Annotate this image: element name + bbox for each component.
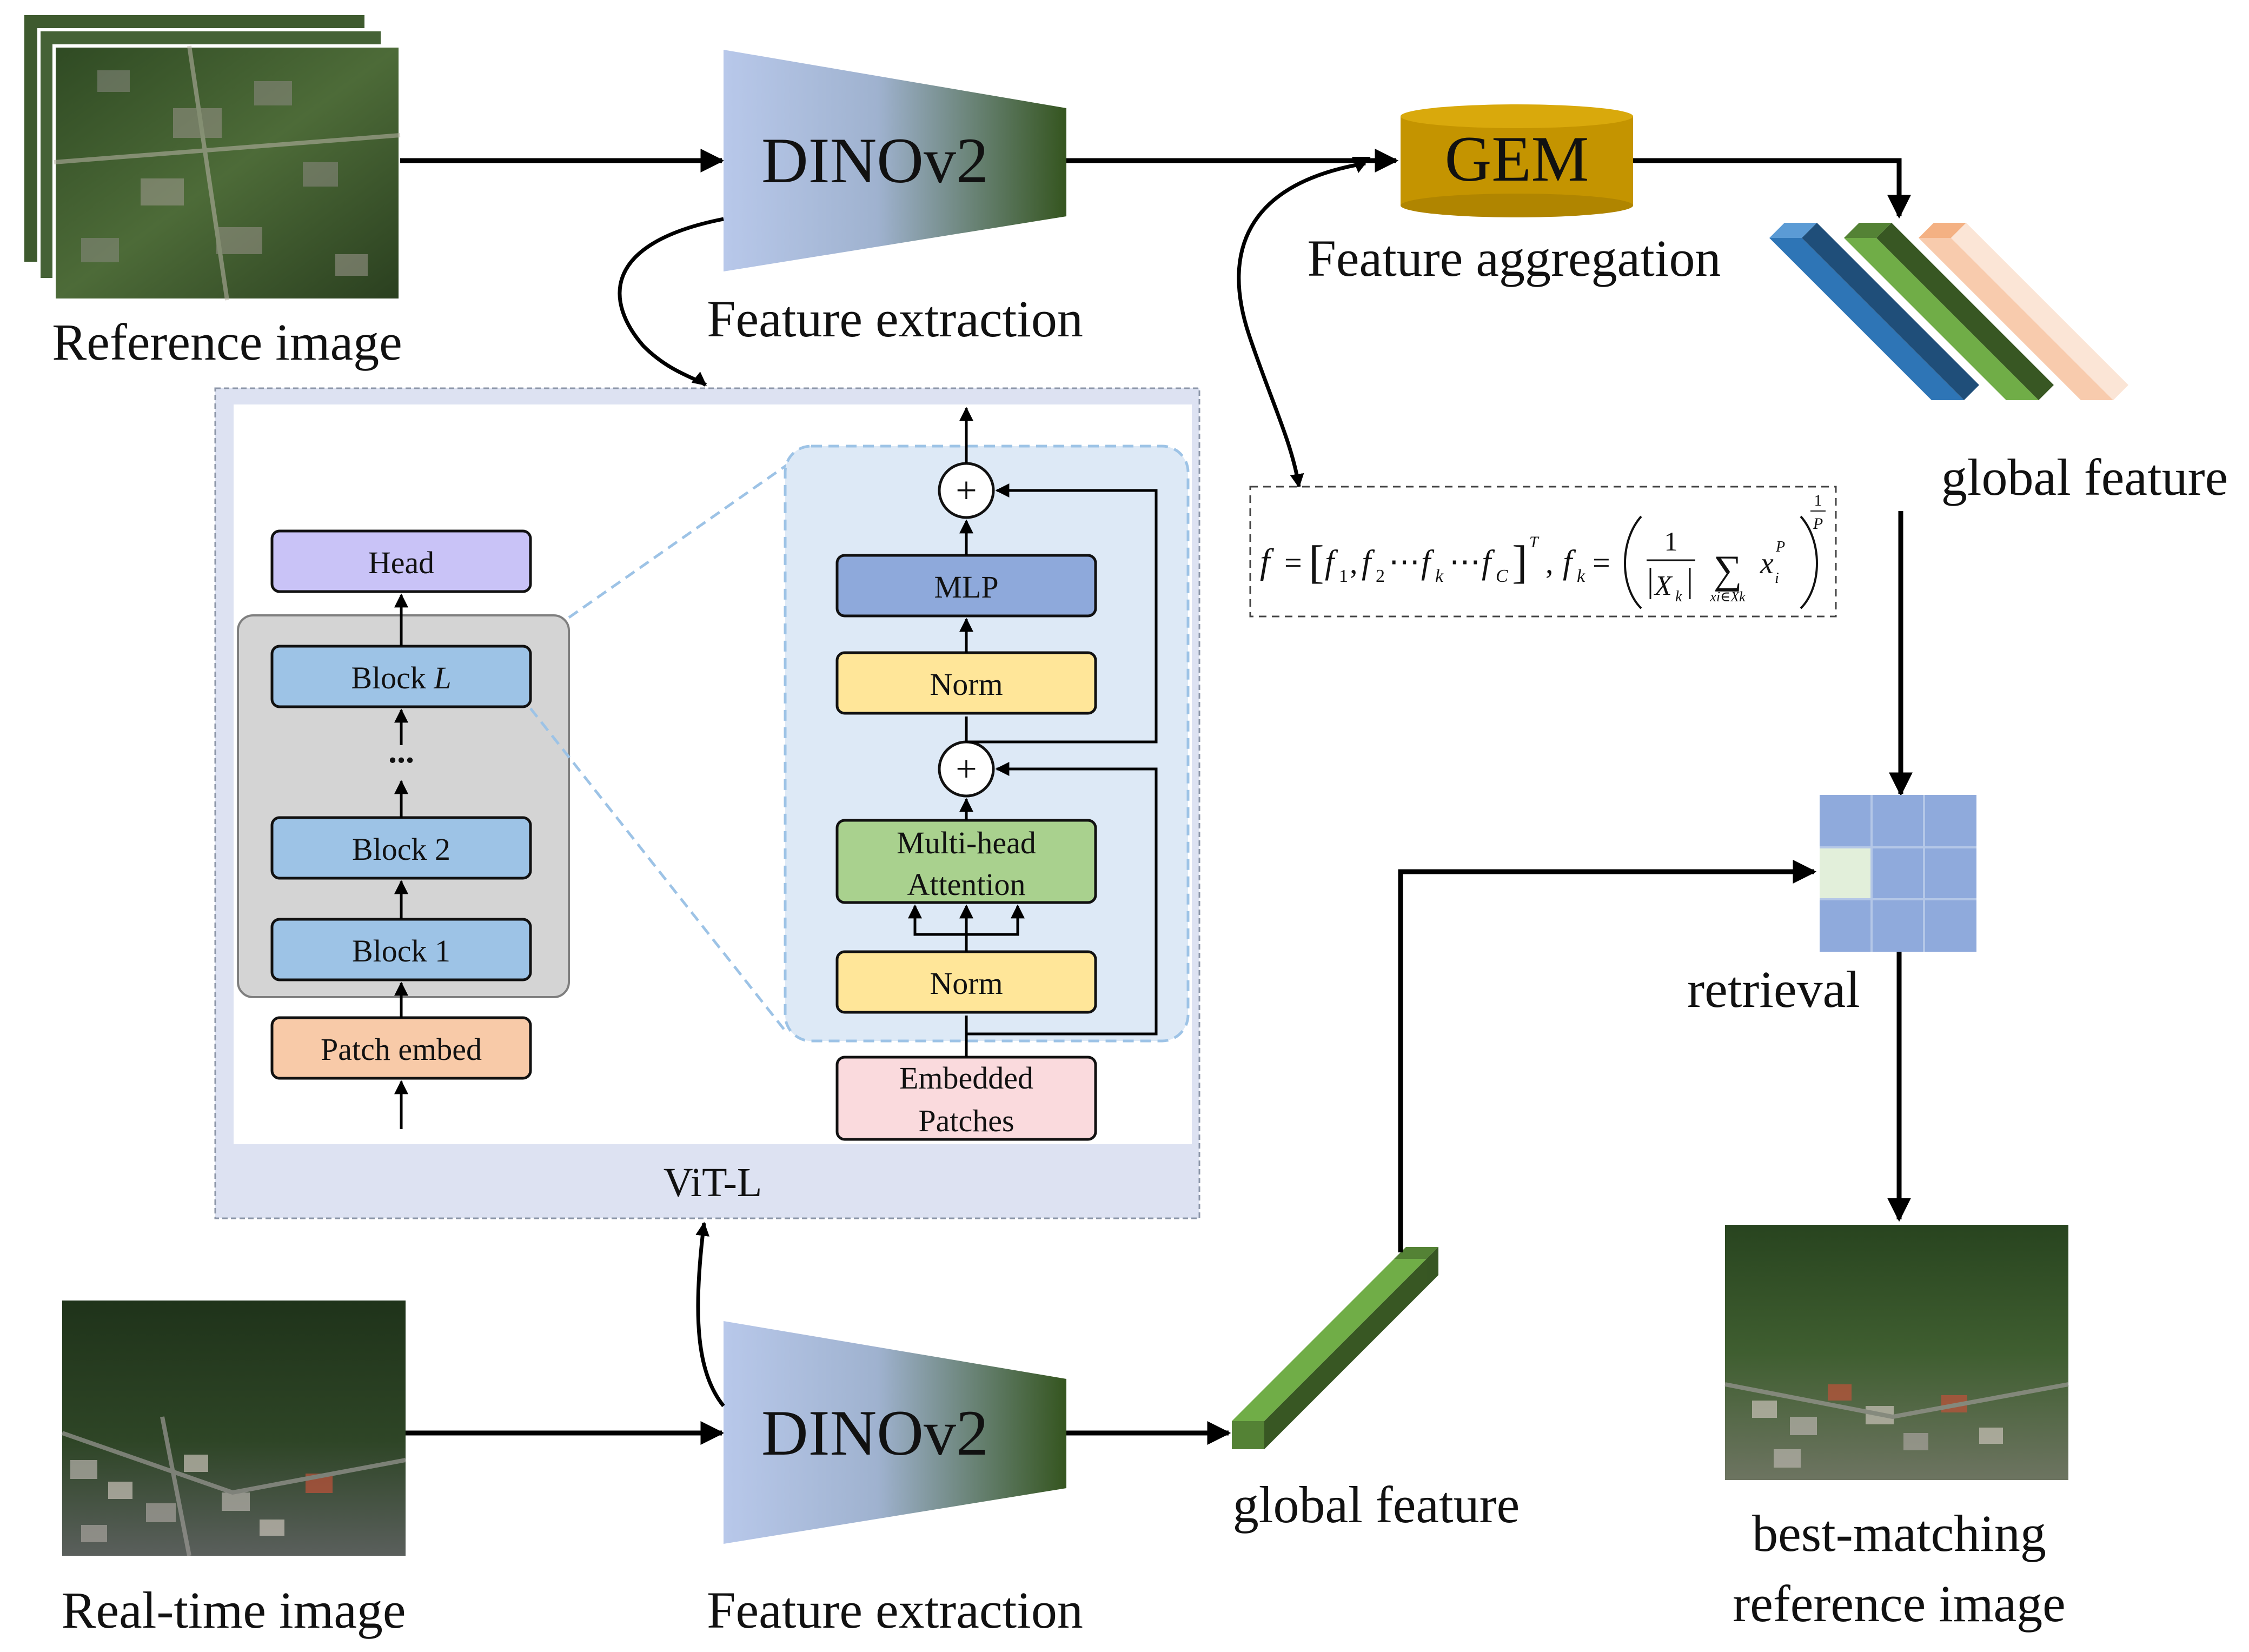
norm-bottom-label: Norm: [930, 966, 1003, 1001]
zoom-lines: [529, 463, 788, 1034]
best-matching-line2: reference image: [1733, 1575, 2066, 1633]
global-feature-bar-bottom: [1232, 1247, 1438, 1449]
svg-text:=: =: [1284, 545, 1302, 580]
head-box: [270, 529, 532, 593]
head-label: Head: [368, 545, 434, 580]
mlp-label: MLP: [934, 569, 998, 605]
svg-text:∑: ∑: [1714, 548, 1742, 592]
svg-text:i: i: [1775, 570, 1779, 587]
global-feature-bottom-label: global feature: [1233, 1476, 1520, 1534]
svg-text:k: k: [1435, 566, 1444, 586]
svg-text:,: ,: [1350, 545, 1358, 580]
mha-line1: Multi-head: [897, 825, 1036, 860]
best-matching-image: [1724, 1225, 2069, 1480]
svg-text:]: ]: [1512, 536, 1528, 588]
block-1-label: Block 1: [352, 933, 450, 968]
feature-extraction-top-label: Feature extraction: [707, 290, 1083, 348]
arrow-gem-to-global: [1633, 158, 1911, 219]
global-feature-bars-top: [1769, 223, 2128, 400]
dino-encoder-bottom-label: DINOv2: [761, 1397, 989, 1469]
svg-text:xi∈Xk: xi∈Xk: [1709, 589, 1746, 605]
svg-text:k: k: [1577, 566, 1585, 586]
mha-line2: Attention: [907, 867, 1025, 902]
svg-text:P: P: [1775, 539, 1785, 555]
svg-text:1: 1: [1814, 492, 1822, 509]
svg-text:x: x: [1760, 547, 1774, 580]
realtime-image-label: Real-time image: [61, 1581, 406, 1639]
norm-top-label: Norm: [930, 667, 1003, 702]
svg-text:+: +: [956, 748, 977, 790]
svg-text:⋯: ⋯: [1389, 544, 1420, 579]
gem-cylinder: [1401, 104, 1633, 217]
svg-text:=: =: [1593, 545, 1610, 580]
embedded-line2: Patches: [918, 1103, 1014, 1138]
reference-image-label: Reference image: [52, 313, 402, 371]
block-2-label: Block 2: [352, 832, 450, 867]
embedded-line1: Embedded: [899, 1060, 1033, 1096]
retrieval-label: retrieval: [1687, 960, 1860, 1018]
svg-text:,: ,: [1545, 545, 1554, 580]
gem-formula: f = [ f 1 , f 2 ⋯ f k ⋯ f C ] T , f k = …: [1249, 486, 1837, 618]
svg-text:⋯: ⋯: [1449, 544, 1481, 579]
dino-encoder-top-label: DINOv2: [761, 124, 989, 196]
svg-text:+: +: [956, 470, 977, 512]
detail-arrows: [908, 407, 1158, 1057]
realtime-image: [61, 1301, 406, 1556]
arrow-dino-bottom-to-vit: [695, 1222, 725, 1408]
svg-text:X: X: [1654, 570, 1673, 601]
arrow-dino-to-vit: [618, 217, 724, 387]
reference-image-stack: [21, 12, 402, 302]
svg-text:1: 1: [1664, 526, 1678, 556]
gem-label: GEM: [1445, 123, 1589, 195]
dino-encoder-bottom: [724, 1321, 1066, 1544]
arrow-gem-to-formula: [1237, 161, 1366, 488]
svg-text:P: P: [1813, 515, 1823, 533]
block-L-label: Block L: [351, 660, 451, 695]
block-stack-panel: [237, 614, 570, 998]
patch-embed-label: Patch embed: [321, 1032, 482, 1067]
svg-text:2: 2: [1376, 566, 1385, 586]
global-feature-top-label: global feature: [1941, 448, 2228, 506]
svg-text:C: C: [1496, 566, 1508, 586]
svg-text:1: 1: [1339, 566, 1348, 586]
best-matching-line1: best-matching: [1752, 1504, 2046, 1562]
svg-text:k: k: [1675, 588, 1682, 605]
feature-aggregation-label: Feature aggregation: [1308, 229, 1721, 287]
svg-text:[: [: [1309, 536, 1324, 588]
dino-encoder-top: [724, 50, 1066, 271]
arrow-global-bottom-to-grid: [1398, 860, 1817, 1252]
vit-caption: ViT-L: [664, 1160, 762, 1205]
retrieval-grid: [1820, 795, 1976, 952]
feature-extraction-bottom-label: Feature extraction: [707, 1581, 1083, 1639]
svg-text:T: T: [1529, 533, 1540, 551]
